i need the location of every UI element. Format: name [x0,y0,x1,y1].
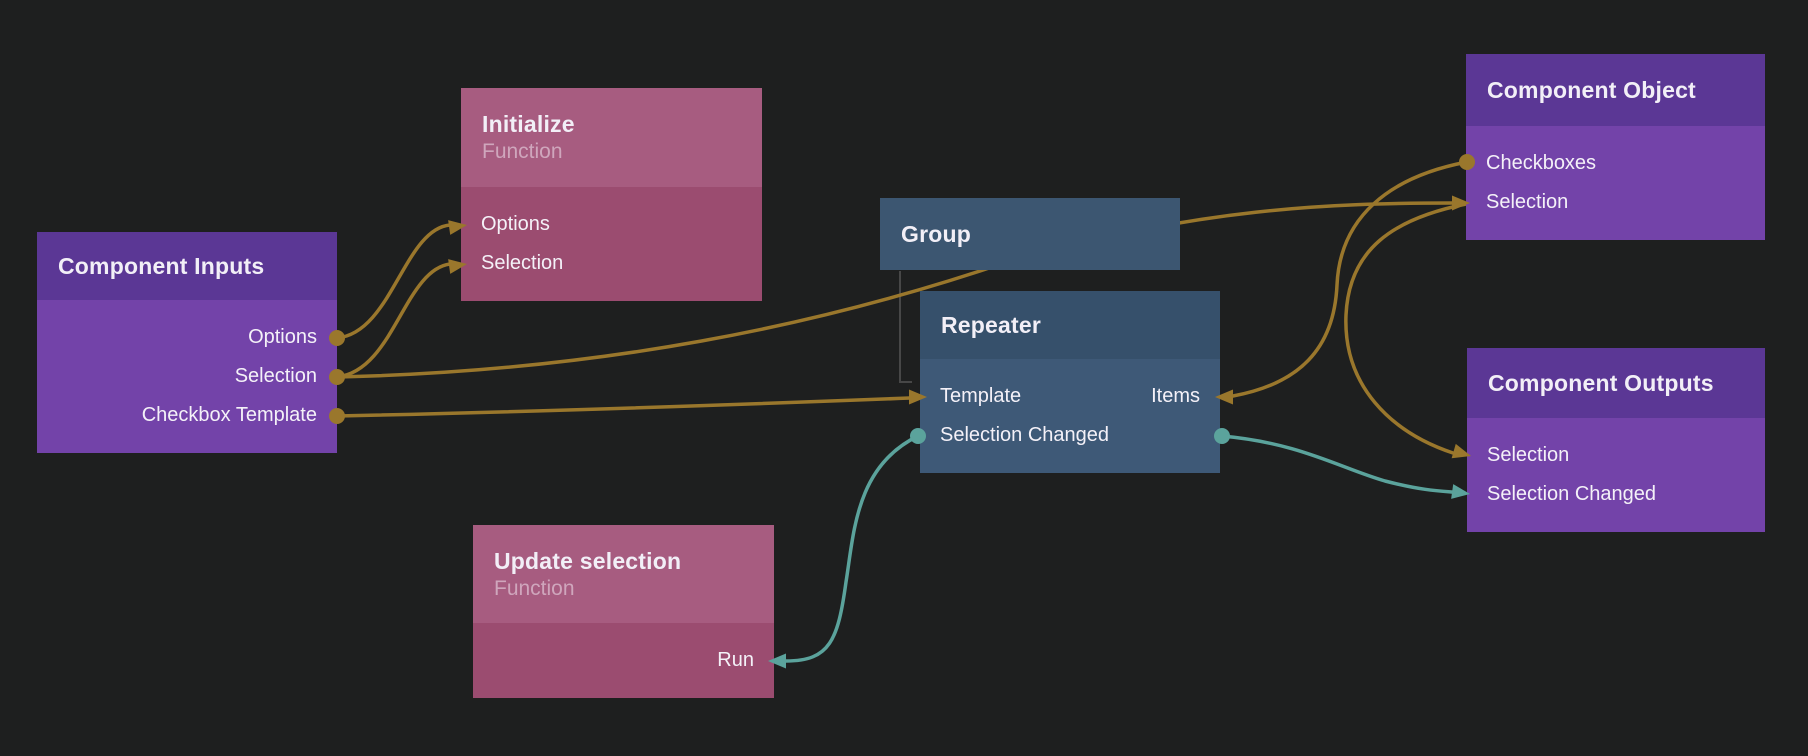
node-body: Template Items Selection Changed [920,359,1220,473]
node-body: Options Selection [461,187,762,301]
port-selection[interactable]: Selection [234,365,317,387]
node-update-selection-function[interactable]: Update selection Function Run [473,525,774,698]
port-checkbox-template[interactable]: Checkbox Template [141,404,317,426]
port-options[interactable]: Options [248,326,317,348]
wire-object-selection-to-outputs-selection[interactable] [1344,202,1468,455]
node-title: Repeater [941,311,1042,338]
node-header: Component Inputs [37,232,337,300]
node-header: Initialize Function [461,88,762,187]
node-title: Update selection [494,547,682,574]
node-header: Component Outputs [1467,348,1765,418]
node-title: Component Outputs [1488,369,1714,396]
port-selection-changed[interactable]: Selection Changed [940,424,1110,446]
node-header: Update selection Function [473,525,774,623]
node-body: Selection Selection Changed [1467,418,1765,532]
node-repeater[interactable]: Repeater Template Items Selection Change… [920,291,1220,473]
node-initialize-function[interactable]: Initialize Function Options Selection [461,88,762,301]
node-header: Repeater [920,291,1220,359]
port-selection[interactable]: Selection [1486,191,1569,213]
port-run[interactable]: Run [717,649,754,671]
node-body: Options Selection Checkbox Template [37,300,337,453]
port-selection-changed[interactable]: Selection Changed [1487,483,1657,505]
port-selection[interactable]: Selection [1487,444,1570,466]
node-component-outputs[interactable]: Component Outputs Selection Selection Ch… [1467,348,1765,532]
node-component-object[interactable]: Component Object Checkboxes Selection [1466,54,1765,240]
port-items[interactable]: Items [1151,385,1200,407]
wire-selection-to-component-object[interactable] [335,201,1455,379]
wire-selection-changed-to-run[interactable] [784,434,920,663]
node-header: Component Object [1466,54,1765,126]
wire-checkboxes-to-items[interactable] [1231,160,1469,398]
wire-selection-to-initialize[interactable] [335,262,452,379]
node-subtitle: Function [482,140,563,163]
port-template[interactable]: Template [940,385,1022,407]
node-component-inputs[interactable]: Component Inputs Options Selection Check… [37,232,337,453]
port-options[interactable]: Options [481,213,550,235]
node-title: Group [901,220,971,247]
port-selection[interactable]: Selection [481,252,564,274]
wire-selection-changed-to-outputs[interactable] [1220,434,1454,494]
node-group[interactable]: Group [880,198,1180,270]
node-body: Run [473,623,774,698]
node-title: Component Object [1487,76,1696,103]
wire-checkbox-template-to-repeater[interactable] [335,396,912,418]
node-body: Checkboxes Selection [1466,126,1765,240]
wire-options-to-initialize[interactable] [335,223,452,340]
group-repeater-hierarchy-line [899,271,912,383]
node-title: Initialize [482,111,575,137]
node-subtitle: Function [494,576,575,600]
port-checkboxes[interactable]: Checkboxes [1486,152,1597,174]
node-title: Component Inputs [58,252,265,279]
